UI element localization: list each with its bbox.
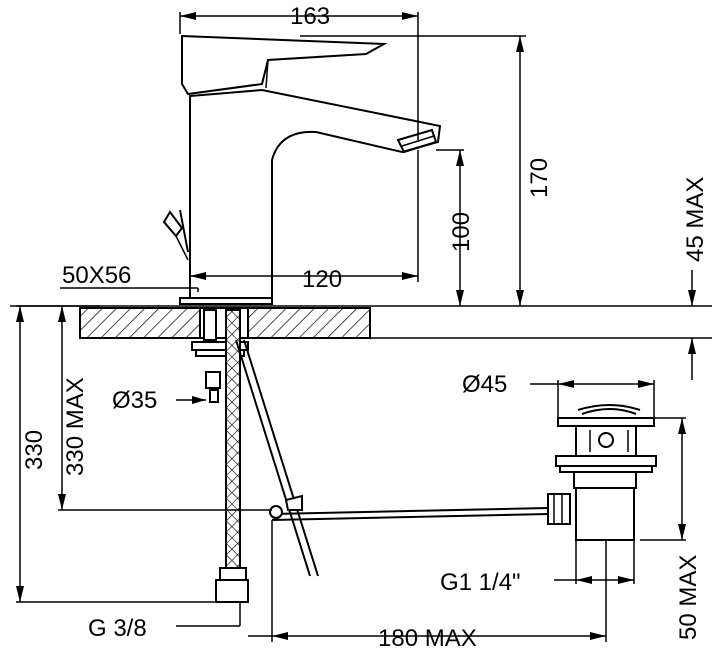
flexible-hose xyxy=(215,309,249,603)
label-diameter-35: Ø35 xyxy=(112,387,157,414)
dim-100: 100 xyxy=(436,149,475,306)
dim-180-max: 180 MAX xyxy=(248,520,607,652)
label-diameter-45: Ø45 xyxy=(462,371,507,398)
countertop-section xyxy=(10,305,712,339)
dim-50x56: 50X56 xyxy=(60,262,199,292)
dim-330-max: 330 MAX xyxy=(58,306,272,511)
popup-linkage xyxy=(235,339,549,577)
dim-50-max: 50 MAX xyxy=(640,417,702,640)
dim-45-diameter: Ø45 xyxy=(462,371,655,418)
dim-163: 163 xyxy=(179,3,419,140)
dim-330: 330 xyxy=(16,305,220,603)
label-330: 330 xyxy=(21,430,48,470)
label-45-max: 45 MAX xyxy=(682,177,709,262)
label-g-3-8: G 3/8 xyxy=(88,615,147,642)
dim-170: 170 xyxy=(300,35,553,306)
faucet-body xyxy=(162,34,442,305)
label-120: 120 xyxy=(302,266,342,293)
label-180-max: 180 MAX xyxy=(378,625,477,652)
label-50-max: 50 MAX xyxy=(675,555,702,640)
dim-120: 120 xyxy=(190,150,419,293)
label-163: 163 xyxy=(290,3,330,30)
dim-45-max: 45 MAX xyxy=(682,177,709,380)
dim-35: Ø35 xyxy=(112,387,206,414)
label-g1-1-4: G1 1/4" xyxy=(440,569,521,596)
dim-g1-1-4: G1 1/4" xyxy=(440,540,635,596)
waste-assembly xyxy=(547,404,657,541)
dim-g38: G 3/8 xyxy=(88,602,241,642)
label-170: 170 xyxy=(526,158,553,198)
label-330-max: 330 MAX xyxy=(62,377,89,476)
label-100: 100 xyxy=(448,212,475,252)
fixing-assembly xyxy=(191,309,249,403)
label-50x56: 50X56 xyxy=(62,262,131,289)
